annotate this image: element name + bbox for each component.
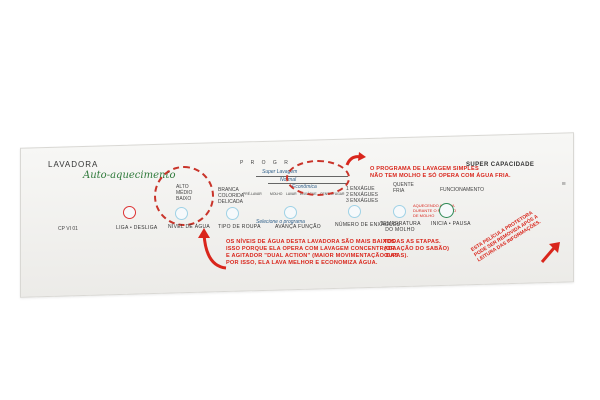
super-capacity-label: SUPER CAPACIDADE (466, 162, 535, 168)
program-super-lavagem[interactable]: Super Lavagem (262, 169, 298, 175)
annotation-arrow-bottom-left (196, 226, 232, 276)
rinse-count-button[interactable] (348, 205, 361, 218)
status-label: FUNCIONAMENTO (440, 187, 485, 193)
rinse-options: 1 ENXÁGUE 2 ENXÁGUES 3 ENXÁGUES (346, 186, 378, 204)
power-button[interactable] (123, 206, 136, 219)
stage-pre-lavar: PRÉ-LAVAR (243, 192, 262, 196)
heating-note: AQUECENDO A ÁGUA DURANTE O PERÍODO DE MO… (413, 203, 457, 218)
clothes-type-options: BRANCA COLORIDA DELICADA (218, 187, 245, 205)
control-panel (20, 132, 574, 298)
annotation-bottom-right: TODAS AS ETAPAS. (OR AÇÃO DO SABÃO) OUPA… (384, 239, 450, 259)
program-label: P R O G R (240, 160, 291, 166)
annotation-arrow-top (345, 151, 367, 167)
power-label: LIGA • DESLIGA (116, 225, 158, 231)
annotation-bottom: OS NÍVEIS DE ÁGUA DESTA LAVADORA SÃO MAI… (226, 239, 399, 266)
water-level-label: NÍVEL DE ÁGUA (168, 224, 211, 230)
temperature-options: QUENTE FRIA (393, 182, 414, 194)
stage-molho: MOLHO (270, 192, 283, 196)
advance-function-label: AVANÇA FUNÇÃO (275, 224, 321, 230)
start-pause-label: INICIA • PAUSA (431, 221, 471, 227)
stage-lavar: LAVAR (286, 192, 297, 196)
rinse-count-label: NÚMERO DE ENXÁGUES (335, 222, 401, 228)
side-marker: ||| (562, 182, 567, 186)
select-program-label: Selecione o programa (256, 219, 305, 225)
temperature-button[interactable] (393, 205, 406, 218)
water-level-button[interactable] (175, 207, 188, 220)
brand-name: LAVADORA (48, 160, 99, 169)
model-code: CP VI 01 (58, 226, 78, 232)
temperature-label: TEMPERATURA DO MOLHO (380, 221, 421, 233)
program-stages: PRÉ-LAVAR MOLHO LAVAR ENXÁGUE CENTRIFUGA… (243, 191, 353, 203)
brand-subtitle: Auto-aquecimento (83, 170, 176, 181)
start-pause-button[interactable] (439, 203, 454, 218)
annotation-arrow-right (538, 240, 562, 264)
water-level-options: ALTO MÉDIO BAIXO (176, 184, 193, 202)
clothes-type-label: TIPO DE ROUPA (218, 224, 261, 230)
advance-function-button[interactable] (284, 206, 297, 219)
annotation-top-right: O PROGRAMA DE LAVAGEM SIMPLES NÃO TEM MO… (370, 166, 511, 179)
water-level-highlight (154, 166, 214, 226)
clothes-type-button[interactable] (226, 207, 239, 220)
program-highlight (286, 160, 350, 196)
